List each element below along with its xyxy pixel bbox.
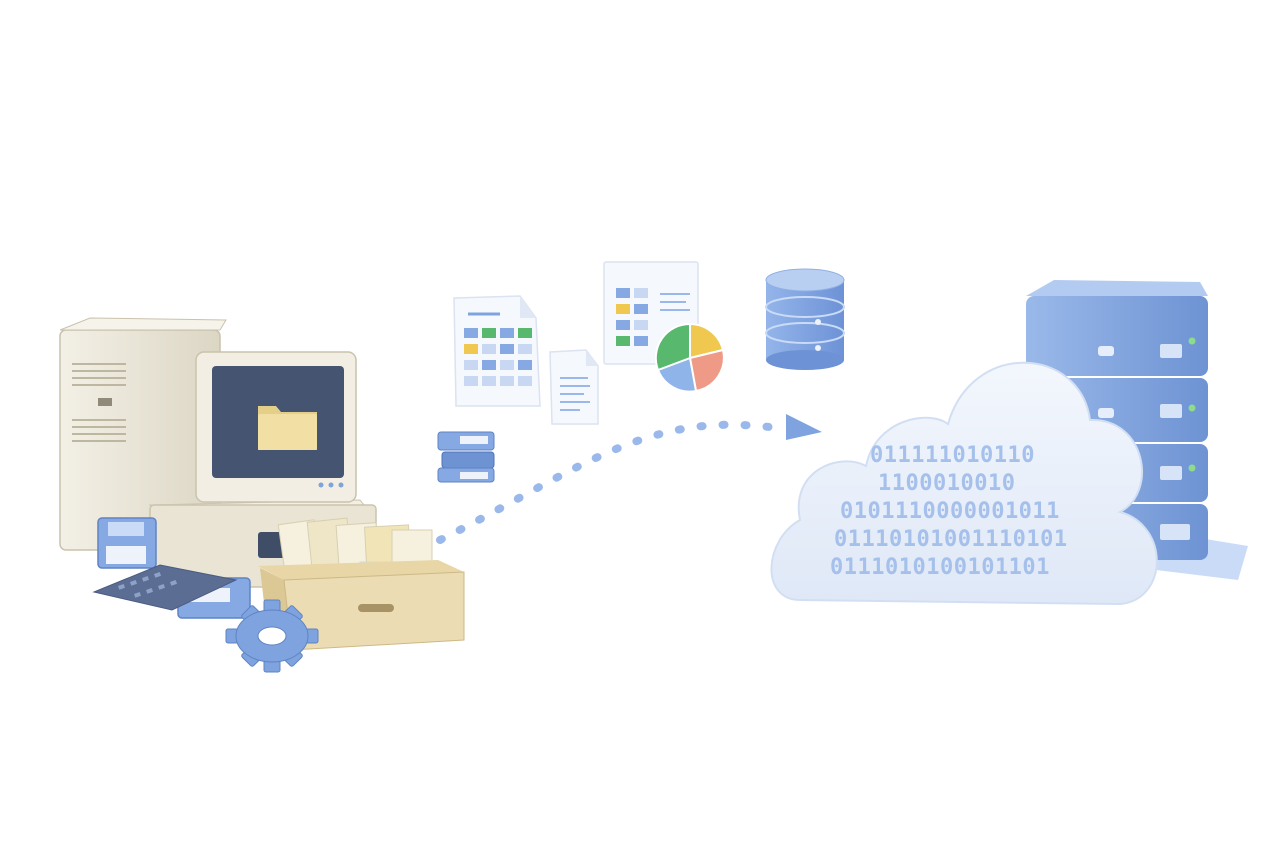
desktop-computer-icon bbox=[59, 317, 227, 551]
folder-icon bbox=[258, 406, 317, 450]
binary-line: 0111010100101101 bbox=[830, 555, 1050, 580]
spreadsheet-document-icon bbox=[453, 295, 541, 407]
gear-icon bbox=[225, 599, 319, 673]
legacy-computer-setup bbox=[59, 317, 465, 673]
binary-line: 0111110101​10 bbox=[870, 443, 1035, 468]
cloud-infrastructure: 0111110101​10 1100010010 010111000000101… bbox=[770, 280, 1248, 606]
binary-line: 1100010010 bbox=[878, 471, 1015, 496]
binary-data: 0111110101​10 1100010010 010111000000101… bbox=[830, 443, 1068, 580]
floppy-disk-icon bbox=[97, 517, 251, 619]
text-document-icon bbox=[549, 349, 599, 425]
cloud-icon bbox=[770, 361, 1158, 606]
pie-chart-report-icon bbox=[603, 261, 725, 393]
binary-line: 0101110000001011 bbox=[840, 499, 1060, 524]
database-icon bbox=[765, 268, 845, 370]
disk-stack-icon bbox=[437, 431, 495, 483]
floating-data-items bbox=[437, 261, 845, 483]
crt-monitor bbox=[195, 351, 357, 503]
binary-line: 01110101001110101 bbox=[834, 527, 1068, 552]
migration-path bbox=[436, 414, 822, 544]
keyboard-icon bbox=[92, 564, 238, 611]
arrow-icon bbox=[786, 414, 822, 440]
